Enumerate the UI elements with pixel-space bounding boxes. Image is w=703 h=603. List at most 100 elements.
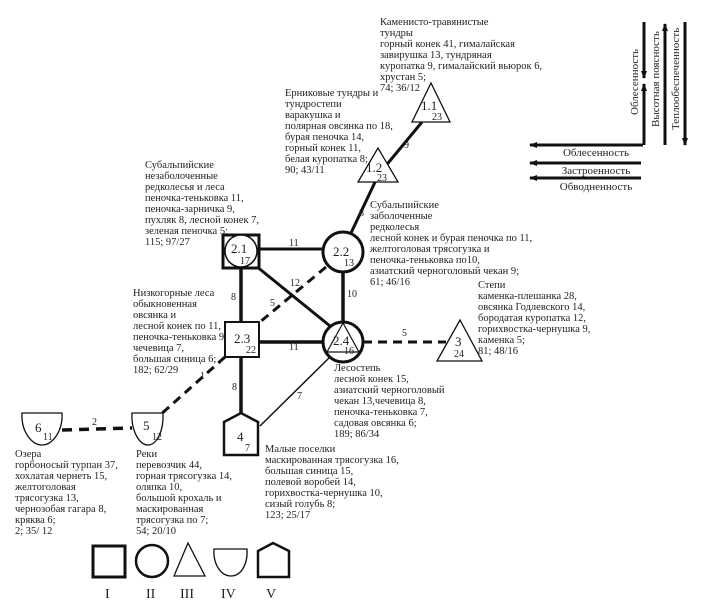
text-line: каменка 5; — [478, 335, 525, 346]
text-line: перевозчик 44, — [136, 460, 203, 471]
text-line: лесной конек и бурая пеночка по 11, — [370, 233, 533, 244]
text-line: 123; 25/17 — [265, 510, 311, 521]
text-line: 61; 46/16 — [370, 277, 410, 288]
node-1.2-triangle — [356, 146, 400, 183]
text-line: лесной конек 15, — [334, 374, 409, 385]
text-line: горный конек 41, гималайская — [380, 39, 515, 50]
node-count: 17 — [240, 256, 250, 267]
text-line: обыкновенная — [133, 299, 197, 310]
edge-2.1-2.4 — [255, 264, 331, 328]
text-line: 90; 43/11 — [285, 165, 325, 176]
text-line: бородатая куропатка 12, — [478, 313, 587, 324]
text-line: 115; 97/27 — [145, 237, 190, 248]
text-line: полярная овсянка по 18, — [285, 121, 393, 132]
text-line: тундры — [380, 28, 413, 39]
text-line: Малые поселки — [265, 444, 336, 455]
text-line: пеночка-теньковка 11, — [145, 193, 244, 204]
edge-weight: 9 — [404, 140, 409, 151]
edge-weight: 5 — [402, 328, 407, 339]
node-count: 23 — [432, 112, 442, 123]
node-label: 6 — [35, 420, 42, 435]
legend-label: II — [146, 587, 156, 602]
text-line: овсянка и — [133, 310, 177, 321]
text-line: тундростепи — [285, 99, 342, 110]
text-line: садовая овсянка 6; — [334, 418, 417, 429]
text-line: 182; 62/29 — [133, 365, 179, 376]
text-line: пеночка-теньковка 7, — [334, 407, 428, 418]
edge-1.1-1.2 — [382, 121, 424, 169]
text-line: чечевица 7, — [133, 343, 184, 354]
node-2.3-square — [224, 321, 260, 358]
node-count: 22 — [246, 345, 256, 356]
text-line: 2; 35/ 12 — [15, 526, 53, 537]
text-line: Ерниковые тундры и — [285, 88, 379, 99]
text-line: бурая пеночка 14, — [285, 132, 365, 143]
text-line: чернозобая гагара 8, — [15, 504, 107, 515]
text-line: кряква 6; — [15, 515, 56, 526]
vertical-label-heat: Теплообеспеченность — [670, 27, 682, 130]
text-line: завирушка 13, тундряная — [380, 50, 492, 61]
edge-2.4-4 — [259, 355, 332, 427]
edge-weight: 7 — [297, 391, 302, 402]
text-line: зеленая пеночка 5; — [145, 226, 228, 237]
horizontal-label-forest: Облесенность — [562, 147, 630, 159]
node-count: 11 — [43, 432, 53, 443]
node-count: 23 — [377, 173, 387, 184]
legend-label: IV — [221, 587, 236, 602]
text-line: 74; 36/12 — [380, 83, 420, 94]
text-line: азиатский черноголовый чекан 9; — [370, 266, 520, 277]
vertical-label-altitude: Высотная поясность — [650, 31, 662, 127]
text-line: редколесья — [370, 222, 420, 233]
text-line: желтоголовая — [15, 482, 76, 493]
text-line: Лесостепь — [334, 363, 381, 374]
text-line: пеночка-теньковка 9, — [133, 332, 227, 343]
legend-label: III — [180, 587, 194, 602]
legend-bowl — [213, 548, 248, 577]
text-line: полевой воробей 14, — [265, 477, 356, 488]
legend-circle — [134, 543, 170, 579]
edge-1.2-2.2 — [349, 179, 378, 234]
text-line: пеночка-теньковка по10, — [370, 255, 480, 266]
text-line: трясогузка 13, — [15, 493, 79, 504]
text-line: горихвостка-чернушка 10, — [265, 488, 383, 499]
text-line: Степи — [478, 280, 506, 291]
node-label: 4 — [237, 429, 244, 444]
edge-weight: 8 — [232, 382, 237, 393]
text-line: пухляк 8, лесной конек 7, — [145, 215, 260, 226]
node-label: 2.2 — [333, 244, 349, 259]
text-line: большая синица 15, — [265, 466, 354, 477]
text-line: горбоносый турпан 37, — [15, 460, 118, 471]
edge-weight: 11 — [289, 238, 299, 249]
edge-6-5 — [61, 426, 133, 432]
text-line: большая синица 6; — [133, 354, 217, 365]
text-line: редколесья и леса — [145, 182, 225, 193]
text-line: сизый голубь 8; — [265, 499, 336, 510]
node-label: 2.3 — [234, 331, 250, 346]
edge-weight: 10 — [347, 289, 357, 300]
node-label: 3 — [455, 334, 462, 349]
node-count: 12 — [152, 432, 162, 443]
legend-triangle — [173, 541, 207, 577]
text-line: горный конек 11, — [285, 143, 362, 154]
edge-weight: 5 — [270, 298, 275, 309]
text-line: 81; 48/16 — [478, 346, 518, 357]
node-label: 5 — [143, 418, 150, 433]
node-label: 1.1 — [421, 98, 437, 113]
node-3-triangle — [435, 318, 484, 362]
text-line: лесной конек по 11, — [133, 321, 221, 332]
node-2.4-triangle — [325, 321, 361, 353]
text-line: чекан 13,чечевица 8, — [334, 396, 426, 407]
node-label: 1.2 — [366, 160, 382, 175]
text-line: заболоченные — [370, 211, 433, 222]
text-line: большой крохаль и — [136, 493, 222, 504]
text-line: Озера — [15, 449, 42, 460]
text-line: маскированная трясогузка 16, — [265, 455, 399, 466]
